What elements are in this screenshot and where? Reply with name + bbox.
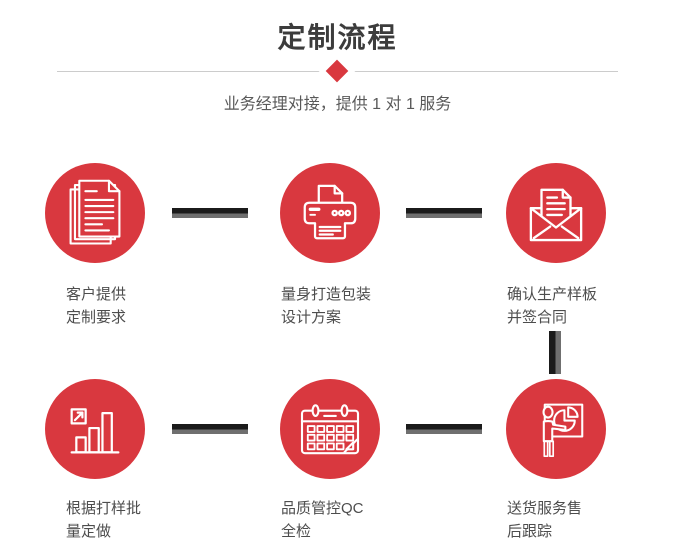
calendar-icon — [300, 404, 360, 455]
step3-label-line1: 确认生产样板 — [507, 286, 598, 303]
step5-label: 品质管控QC 全检 — [281, 497, 364, 543]
step6-label-line2: 后跟踪 — [507, 523, 553, 540]
step1-label-line2: 定制要求 — [66, 309, 127, 326]
page-subtitle: 业务经理对接，提供 1 对 1 服务 — [223, 96, 452, 113]
step6-circle — [506, 379, 606, 479]
step2-label-line2: 设计方案 — [281, 309, 342, 326]
presentation-pie-icon — [542, 403, 584, 458]
bar-chart-growth-icon — [70, 408, 120, 454]
step3-circle — [506, 163, 606, 263]
step1-label: 客户提供 定制要求 — [66, 283, 126, 329]
step6-label-line1: 送货服务售 — [507, 500, 583, 517]
page-title: 定制流程 — [277, 22, 398, 53]
step2-circle — [280, 163, 380, 263]
step3-label-line2: 并签合同 — [507, 309, 568, 326]
printer-icon — [303, 184, 357, 240]
step1-label-line1: 客户提供 — [66, 286, 127, 303]
step5-label-line2: 全检 — [281, 523, 312, 540]
step4-circle — [45, 379, 145, 479]
diamond-accent-icon — [325, 59, 349, 83]
connector-step2-step3 — [406, 208, 482, 218]
step2-label: 量身打造包装 设计方案 — [281, 283, 371, 329]
step2-label-line1: 量身打造包装 — [281, 286, 372, 303]
connector-step5-step6 — [406, 424, 482, 434]
step5-circle — [280, 379, 380, 479]
step5-label-line1: 品质管控QC — [281, 500, 364, 517]
documents-icon — [69, 179, 121, 245]
envelope-letter-icon — [529, 188, 583, 242]
connector-step1-step2 — [172, 208, 248, 218]
connector-step3-step6 — [549, 331, 561, 374]
connector-step4-step5 — [172, 424, 248, 434]
step1-circle — [45, 163, 145, 263]
step6-label: 送货服务售 后跟踪 — [507, 497, 582, 543]
step4-label-line1: 根据打样批 — [66, 500, 142, 517]
step4-label-line2: 量定做 — [66, 523, 112, 540]
step3-label: 确认生产样板 并签合同 — [507, 283, 597, 329]
step4-label: 根据打样批 量定做 — [66, 497, 141, 543]
